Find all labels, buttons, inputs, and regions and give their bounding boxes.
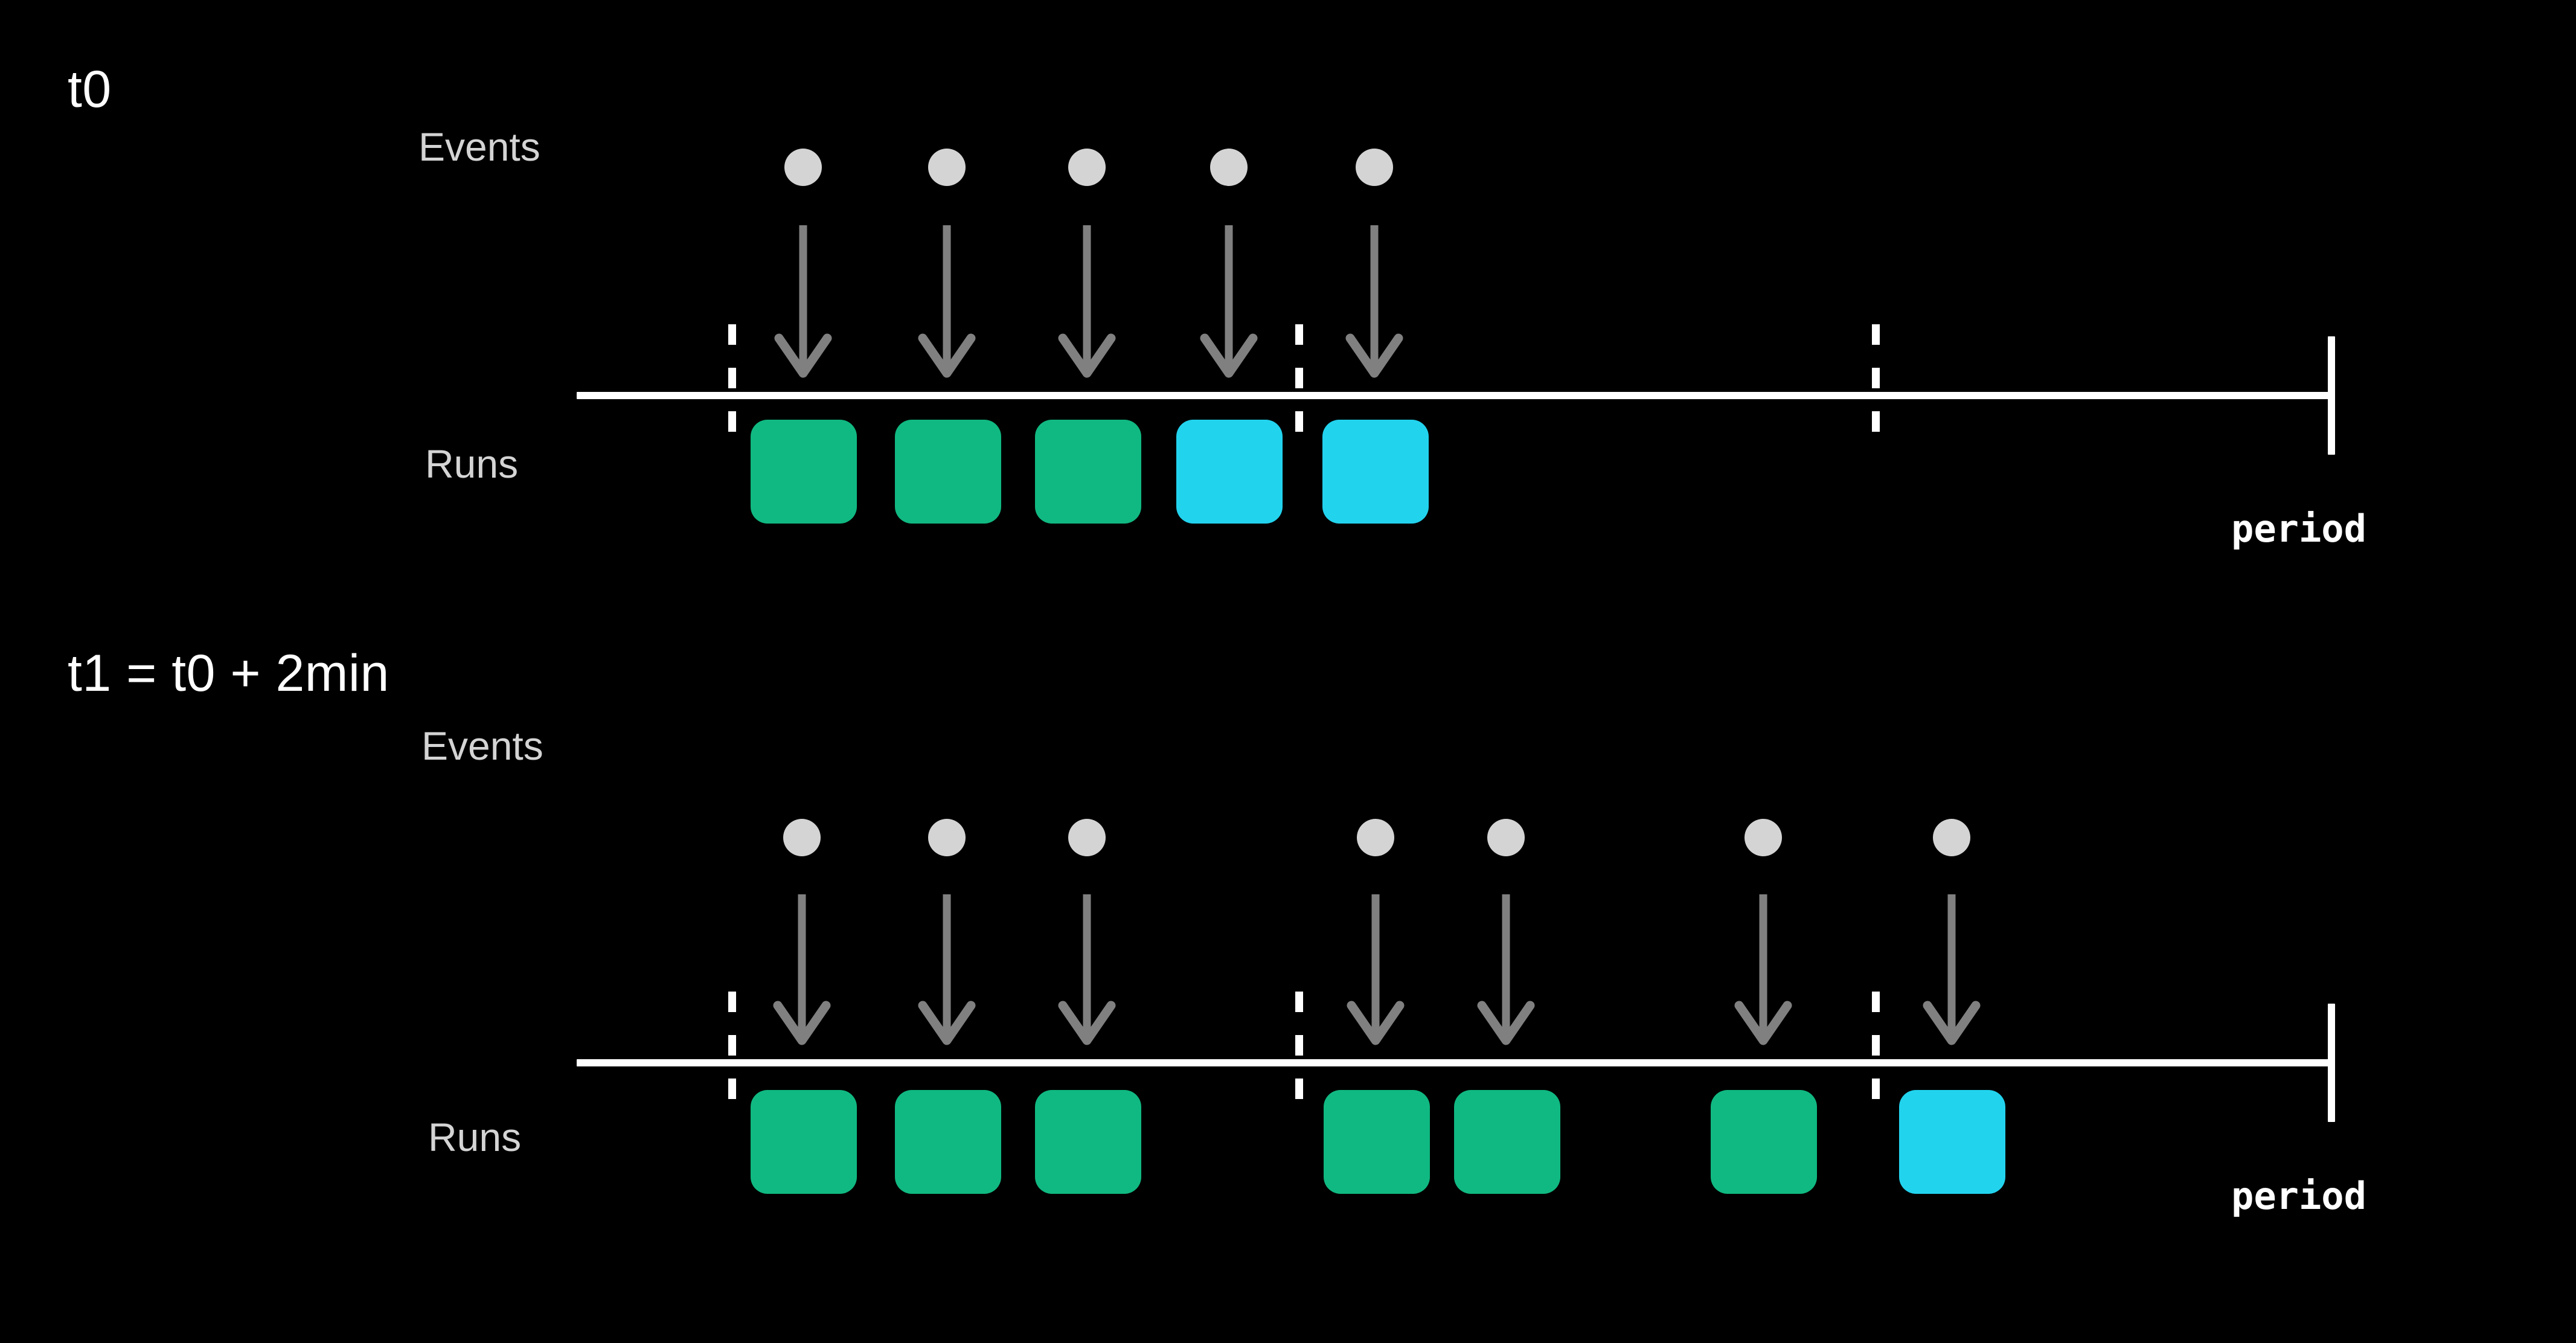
row-t0-event-4-dot — [1356, 149, 1393, 186]
row-t0-run-0 — [751, 420, 857, 524]
row-t1-run-1 — [895, 1090, 1001, 1194]
row-t0-title: t0 — [68, 60, 112, 118]
row-t0-event-2-dot — [1068, 149, 1106, 186]
row-t1-run-6 — [1899, 1090, 2005, 1194]
row-t1-period-end-tick — [2328, 1004, 2335, 1122]
row-t1-event-0-dot — [783, 819, 821, 856]
row-t1-boundary-2 — [1872, 992, 1880, 1121]
row-t0-boundary-1 — [1295, 324, 1303, 454]
row-t0-event-3-arrow-icon — [1200, 225, 1258, 378]
row-t1-events-label: Events — [421, 723, 543, 768]
row-t1-run-0 — [751, 1090, 857, 1194]
row-t0-run-3 — [1176, 420, 1283, 524]
row-t1-event-5-dot — [1745, 819, 1782, 856]
row-t0-period-label: period — [2231, 507, 2366, 551]
row-t1-period-label: period — [2231, 1174, 2366, 1218]
row-t1-boundary-1 — [1295, 992, 1303, 1121]
row-t1-title: t1 = t0 + 2min — [68, 644, 389, 702]
row-t1-event-0-arrow-icon — [773, 894, 831, 1045]
row-t1-run-4 — [1454, 1090, 1560, 1194]
row-t0-event-4-arrow-icon — [1345, 225, 1403, 378]
row-t1-event-6-dot — [1933, 819, 1970, 856]
row-t1-event-1-arrow-icon — [918, 894, 976, 1045]
row-t0-period-end-tick — [2328, 336, 2335, 455]
row-t1-event-3-dot — [1357, 819, 1394, 856]
row-t1-timeline-axis — [577, 1059, 2335, 1066]
row-t1-event-1-dot — [928, 819, 966, 856]
row-t1-run-5 — [1711, 1090, 1817, 1194]
row-t0-event-0-arrow-icon — [774, 225, 832, 378]
row-t1-event-5-arrow-icon — [1734, 894, 1792, 1045]
row-t1-event-2-arrow-icon — [1058, 894, 1116, 1045]
row-t1-run-2 — [1035, 1090, 1141, 1194]
row-t0-boundary-0 — [728, 324, 736, 454]
row-t0-run-1 — [895, 420, 1001, 524]
row-t1-event-4-dot — [1487, 819, 1525, 856]
row-t0-event-1-arrow-icon — [918, 225, 976, 378]
row-t0-events-label: Events — [418, 124, 540, 169]
row-t1-event-4-arrow-icon — [1477, 894, 1535, 1045]
row-t0-event-3-dot — [1210, 149, 1248, 186]
row-t0-run-4 — [1322, 420, 1429, 524]
row-t0-timeline-axis — [577, 392, 2335, 399]
row-t1-event-3-arrow-icon — [1347, 894, 1405, 1045]
row-t1-boundary-0 — [728, 992, 736, 1121]
row-t1-run-3 — [1324, 1090, 1430, 1194]
row-t1-runs-label: Runs — [428, 1115, 522, 1159]
row-t0-run-2 — [1035, 420, 1141, 524]
row-t1-event-2-dot — [1068, 819, 1106, 856]
row-t0-event-0-dot — [784, 149, 822, 186]
row-t0-runs-label: Runs — [425, 441, 519, 486]
row-t1-event-6-arrow-icon — [1923, 894, 1981, 1045]
row-t0-boundary-2 — [1872, 324, 1880, 454]
row-t0-event-2-arrow-icon — [1058, 225, 1116, 378]
row-t0-event-1-dot — [928, 149, 966, 186]
